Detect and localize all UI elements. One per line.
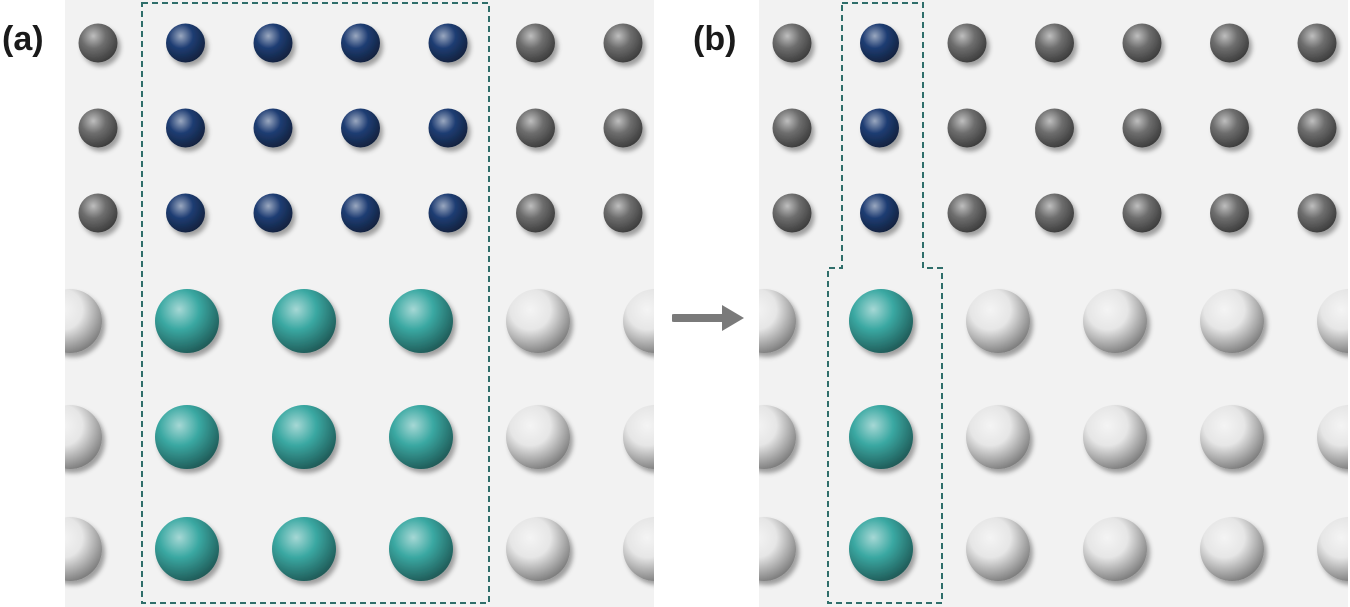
large-atom xyxy=(623,517,654,581)
small-atom xyxy=(516,23,555,63)
highlighted-large-atom xyxy=(155,289,219,353)
highlighted-large-atom xyxy=(849,517,913,581)
small-atom xyxy=(947,193,987,233)
highlighted-small-atom xyxy=(860,23,899,63)
highlighted-small-atom xyxy=(166,23,205,63)
small-atom xyxy=(772,23,812,63)
large-atom xyxy=(966,405,1030,469)
large-atom xyxy=(506,405,570,469)
small-atom xyxy=(1297,108,1337,148)
large-atom xyxy=(1200,517,1264,581)
large-atom xyxy=(1083,289,1147,353)
large-atom xyxy=(1200,405,1264,469)
highlighted-small-atom xyxy=(428,108,468,148)
large-atom xyxy=(65,289,102,353)
large-atom xyxy=(506,517,570,581)
small-atom xyxy=(1122,23,1162,63)
large-atom xyxy=(623,289,654,353)
highlighted-small-atom xyxy=(860,193,899,233)
highlighted-small-atom xyxy=(166,108,205,148)
small-atom xyxy=(1297,193,1337,233)
small-atom xyxy=(1210,23,1249,63)
large-atom xyxy=(759,517,796,581)
large-atom xyxy=(623,405,654,469)
highlighted-small-atom xyxy=(166,193,205,233)
large-atom xyxy=(1317,517,1348,581)
highlighted-large-atom xyxy=(272,289,336,353)
highlighted-small-atom xyxy=(428,193,468,233)
highlighted-large-atom xyxy=(389,517,453,581)
small-atom xyxy=(772,108,812,148)
highlighted-small-atom xyxy=(428,23,468,63)
highlighted-large-atom xyxy=(389,289,453,353)
small-atom xyxy=(603,23,643,63)
selection-outline xyxy=(141,2,490,604)
small-atom xyxy=(78,23,118,63)
large-atom xyxy=(65,517,102,581)
highlighted-large-atom xyxy=(389,405,453,469)
small-atom xyxy=(1035,23,1074,63)
lattice-background xyxy=(759,0,1348,607)
small-atom xyxy=(516,193,555,233)
large-atom xyxy=(759,289,796,353)
small-atom xyxy=(1297,23,1337,63)
small-atom xyxy=(772,193,812,233)
large-atom xyxy=(759,405,796,469)
small-atom xyxy=(1210,108,1249,148)
highlighted-small-atom xyxy=(341,193,380,233)
arrow-head xyxy=(722,305,744,331)
large-atom xyxy=(1200,289,1264,353)
large-atom xyxy=(1317,405,1348,469)
highlighted-large-atom xyxy=(272,405,336,469)
panel-b-lattice xyxy=(759,0,1348,607)
lattice-background xyxy=(65,0,654,607)
small-atom xyxy=(1035,193,1074,233)
small-atom xyxy=(78,193,118,233)
small-atom xyxy=(516,108,555,148)
highlighted-small-atom xyxy=(253,193,293,233)
large-atom xyxy=(65,405,102,469)
small-atom xyxy=(1122,193,1162,233)
highlighted-small-atom xyxy=(341,23,380,63)
panel-a-label: (a) xyxy=(2,20,44,58)
small-atom xyxy=(603,193,643,233)
small-atom xyxy=(1035,108,1074,148)
highlighted-large-atom xyxy=(272,517,336,581)
large-atom xyxy=(506,289,570,353)
highlighted-small-atom xyxy=(860,108,899,148)
small-atom xyxy=(78,108,118,148)
large-atom xyxy=(966,289,1030,353)
large-atom xyxy=(966,517,1030,581)
highlighted-large-atom xyxy=(155,517,219,581)
selection-outline xyxy=(827,2,943,604)
highlighted-large-atom xyxy=(849,405,913,469)
highlighted-small-atom xyxy=(253,108,293,148)
panel-b-label: (b) xyxy=(693,20,737,58)
large-atom xyxy=(1083,517,1147,581)
small-atom xyxy=(947,23,987,63)
right-arrow-icon xyxy=(672,305,744,331)
highlighted-small-atom xyxy=(341,108,380,148)
highlighted-large-atom xyxy=(849,289,913,353)
large-atom xyxy=(1083,405,1147,469)
small-atom xyxy=(1122,108,1162,148)
large-atom xyxy=(1317,289,1348,353)
panel-a-lattice xyxy=(65,0,654,607)
small-atom xyxy=(1210,193,1249,233)
small-atom xyxy=(947,108,987,148)
highlighted-small-atom xyxy=(253,23,293,63)
highlighted-large-atom xyxy=(155,405,219,469)
small-atom xyxy=(603,108,643,148)
